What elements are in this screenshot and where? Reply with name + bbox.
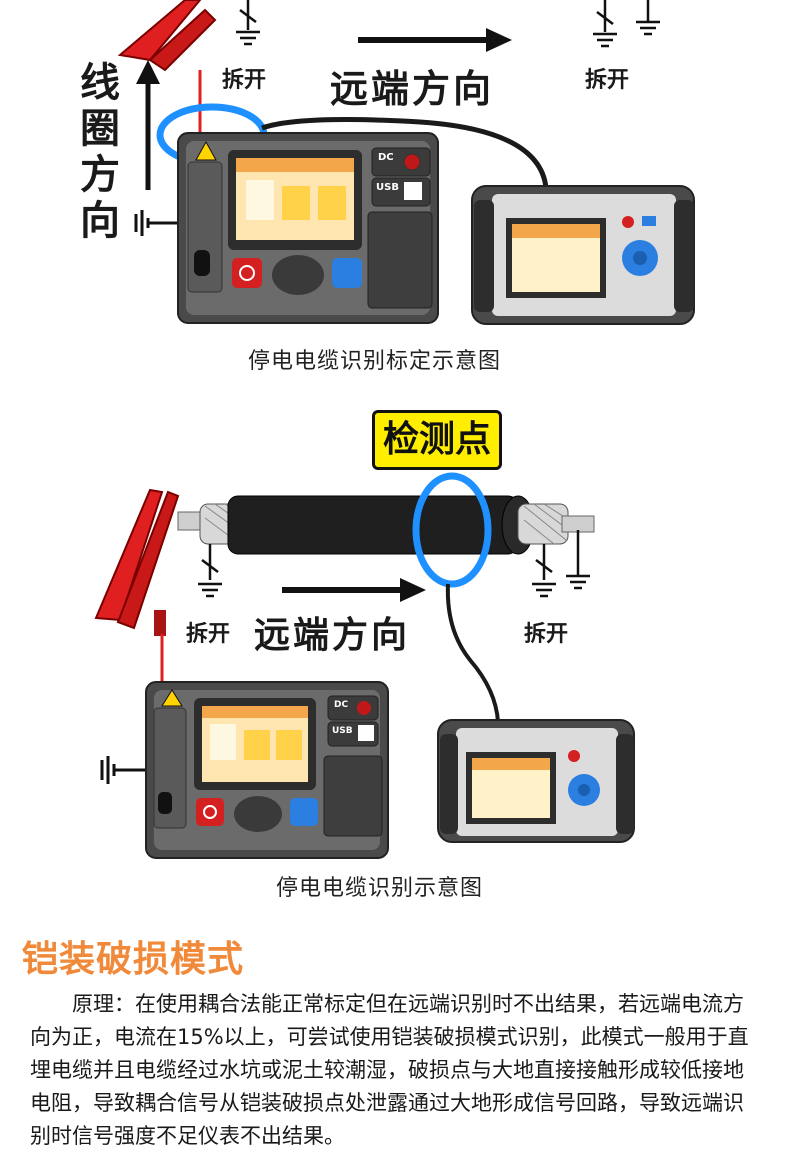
right-arrow-icon	[358, 28, 512, 52]
device-dc-label: DC	[378, 152, 394, 163]
coil-direction-char-2: 圈	[80, 106, 120, 152]
insulation-tester-device-2	[145, 681, 389, 859]
rogowski-coil-icon-2	[412, 472, 492, 588]
far-direction-label-2: 远端方向	[254, 615, 411, 656]
disconnect-label-right: 拆开	[585, 68, 630, 93]
coil-direction-char-4: 向	[80, 198, 120, 244]
disconnect-label-left-2: 拆开	[186, 622, 231, 647]
coil-direction-char-3: 方	[80, 152, 120, 198]
section-title: 铠装破损模式	[22, 939, 245, 980]
cable-icon	[177, 495, 595, 555]
coil-direction-label: 线 圈 方 向	[78, 60, 122, 244]
caption-calibration: 停电电缆识别标定示意图	[248, 349, 502, 374]
caption-identification: 停电电缆识别示意图	[276, 876, 484, 901]
disconnect-label-left: 拆开	[222, 68, 267, 93]
identification-diagram	[94, 472, 635, 859]
right-arrow-icon-2	[282, 578, 426, 602]
insulation-tester-device	[177, 132, 439, 324]
far-direction-label: 远端方向	[330, 67, 495, 111]
red-clamp-icon-2	[94, 488, 180, 636]
disconnect-label-right-2: 拆开	[524, 622, 569, 647]
detect-point-label: 检测点	[372, 410, 503, 470]
up-arrow-icon	[136, 60, 160, 190]
coil-direction-char-1: 线	[80, 60, 120, 106]
ground-disconnect-right-icon	[593, 0, 660, 48]
cable-identifier-receiver-2	[437, 719, 635, 843]
principle-text: 原理：在使用耦合法能正常标定但在远端识别时不出结果，若远端电流方向为正，电流在1…	[30, 992, 749, 1148]
ground-right-icon	[532, 530, 590, 598]
principle-paragraph: 原理：在使用耦合法能正常标定但在远端识别时不出结果，若远端电流方向为正，电流在1…	[30, 988, 760, 1153]
cable-identifier-receiver	[471, 185, 695, 325]
device-dc-label-2: DC	[334, 700, 349, 710]
calibration-diagram	[117, 0, 695, 325]
ground-disconnect-left-icon	[236, 0, 260, 46]
device-usb-label-2: USB	[332, 726, 353, 736]
red-clamp-icon	[117, 0, 217, 72]
device-usb-label: USB	[376, 182, 399, 193]
ground-left-icon	[198, 544, 222, 598]
